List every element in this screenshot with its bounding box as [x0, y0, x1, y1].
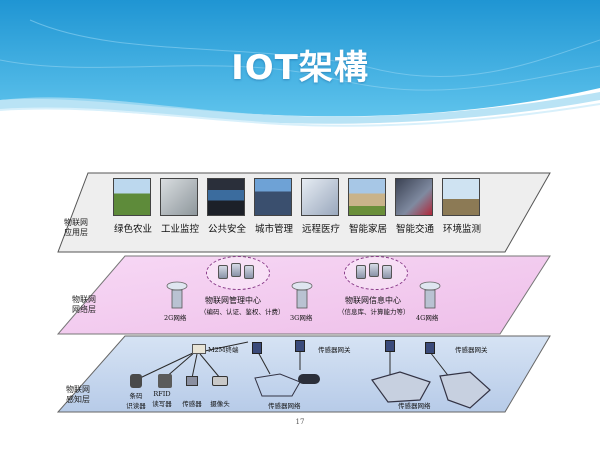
slide-header: IOT架構 — [0, 0, 600, 130]
gateway-icon — [252, 342, 262, 354]
app-label-medical: 远程医疗 — [301, 224, 340, 235]
app-label-smart-home: 智能家居 — [348, 224, 387, 235]
gateway-label-1: 传感器网关 — [318, 346, 351, 354]
gateway-label-2: 传感器网关 — [455, 346, 488, 354]
layer-label-line2: 应用层 — [64, 228, 88, 237]
industrial-photo-icon — [160, 178, 198, 216]
cell-tower-icon — [291, 281, 313, 309]
information-center-title: 物联网信息中心 — [345, 296, 401, 305]
gateway-icon — [295, 340, 305, 352]
m2m-terminal-icon — [192, 344, 206, 354]
gateway-icon — [385, 340, 395, 352]
traffic-photo-icon — [395, 178, 433, 216]
sensor-network-label-2: 传感器网络 — [398, 402, 431, 410]
vehicle-icon — [298, 374, 320, 384]
sensor-icon — [186, 376, 198, 386]
network-2g-label: 2G网络 — [164, 314, 187, 322]
server-icon — [218, 265, 228, 279]
application-layer-label: 物联网 应用层 — [64, 218, 88, 238]
app-label-traffic: 智能交通 — [395, 224, 434, 235]
server-icon — [231, 263, 241, 277]
management-center-subtitle: （编码、认证、鉴权、计费） — [200, 308, 285, 316]
farm-photo-icon — [113, 178, 151, 216]
layer-label-line2: 感知层 — [66, 395, 90, 404]
application-layer-plane — [57, 172, 551, 253]
server-icon — [369, 263, 379, 277]
weather-station-photo-icon — [442, 178, 480, 216]
device-label-camera: 摄像头 — [210, 400, 230, 408]
app-label-public-safety: 公共安全 — [207, 224, 246, 235]
slide-title: IOT架構 — [231, 48, 369, 88]
cell-tower-icon — [166, 281, 188, 309]
page-number: 17 — [295, 418, 305, 426]
app-label-environment: 环境监测 — [442, 224, 481, 235]
perception-layer-label: 物联网 感知层 — [66, 385, 90, 405]
management-center-title: 物联网管理中心 — [205, 296, 261, 305]
barcode-reader-icon — [130, 374, 142, 388]
layer-label-line1: 物联网 — [72, 295, 96, 304]
network-layer: 物联网 网络层 物联网管理中心 （编码、认证、鉴权、计费） 物联网信息中心 （信… — [0, 250, 600, 340]
device-label-rfid: RFID 读写器 — [152, 390, 172, 408]
app-label-agriculture: 绿色农业 — [113, 224, 152, 235]
network-layer-label: 物联网 网络层 — [72, 295, 96, 315]
medical-photo-icon — [301, 178, 339, 216]
perception-layer: 物联网 感知层 M2M终端 传感器网关 传感器网关 条码 识读器 RFID 读写… — [0, 330, 600, 418]
layer-label-line2: 网络层 — [72, 305, 96, 314]
app-label-city: 城市管理 — [254, 224, 293, 235]
cell-tower-icon — [419, 281, 441, 309]
information-center-subtitle: （信息库、计算能力等） — [338, 308, 410, 316]
server-icon — [382, 265, 392, 279]
network-4g-label: 4G网络 — [416, 314, 439, 322]
layer-label-line1: 物联网 — [66, 385, 90, 394]
server-icon — [244, 265, 254, 279]
m2m-terminal-label: M2M终端 — [208, 346, 239, 354]
sensor-network-label-1: 传感器网络 — [268, 402, 301, 410]
rfid-reader-icon — [158, 374, 172, 388]
gateway-icon — [425, 342, 435, 354]
application-layer: 物联网 应用层 绿色农业 工业监控 公共安全 城市管理 远程医疗 智能家居 智能… — [0, 168, 600, 258]
server-icon — [356, 265, 366, 279]
camera-icon — [212, 376, 228, 386]
device-label-barcode: 条码 识读器 — [126, 392, 146, 410]
network-3g-label: 3G网络 — [290, 314, 313, 322]
control-room-photo-icon — [207, 178, 245, 216]
city-photo-icon — [254, 178, 292, 216]
app-label-industrial: 工业监控 — [160, 224, 199, 235]
layer-label-line1: 物联网 — [64, 218, 88, 227]
header-wave-graphic — [0, 0, 600, 127]
house-photo-icon — [348, 178, 386, 216]
device-label-sensor: 传感器 — [182, 400, 202, 408]
